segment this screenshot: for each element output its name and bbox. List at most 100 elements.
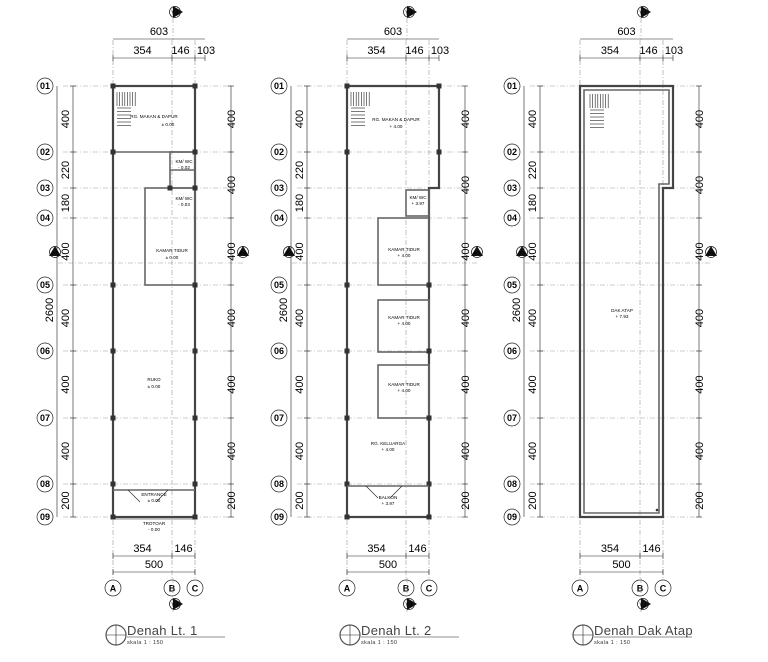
- grid-col-label: C: [192, 584, 199, 594]
- column: [426, 348, 432, 354]
- section-arrow-icon: [641, 6, 651, 18]
- grid-col-label: B: [169, 584, 176, 594]
- dim-text: 400: [226, 309, 238, 327]
- grid-row-label: 06: [274, 346, 284, 356]
- column: [426, 415, 432, 421]
- grid-bubble: [163, 579, 181, 597]
- section-arrow-icon: [173, 6, 183, 18]
- column: [192, 185, 198, 191]
- room-level: + 4.00: [398, 388, 411, 393]
- grid-col-label: A: [344, 584, 351, 594]
- dim-text: 400: [527, 110, 539, 128]
- room-name: TROTOAR: [143, 521, 166, 526]
- dim-text: 354: [367, 543, 385, 555]
- room-level: + 3.97: [382, 501, 395, 506]
- room-level: ± 0.00: [148, 384, 161, 389]
- dim-text: 146: [408, 543, 426, 555]
- room-name: BALKON: [379, 495, 398, 500]
- grid-col-label: A: [110, 584, 117, 594]
- grid-row-label: 06: [40, 346, 50, 356]
- dim-text: 400: [226, 442, 238, 460]
- section-marker: [169, 598, 181, 610]
- dim-text: 400: [294, 375, 306, 393]
- outer-wall: [345, 84, 441, 519]
- grid-bubble: [270, 276, 288, 294]
- dim-text: 400: [694, 309, 706, 327]
- dim-text: 400: [226, 176, 238, 194]
- dim-text: 400: [527, 309, 539, 327]
- dim-text: 400: [460, 176, 472, 194]
- room-name: RG. MAKAN & DAPUR: [130, 114, 178, 119]
- room-name: ENTRANCE: [141, 492, 166, 497]
- grid-row-label: 06: [507, 346, 517, 356]
- plan-scale: skala 1 : 150: [361, 640, 397, 646]
- grid-row-label: 01: [274, 81, 284, 91]
- room-name: KM/ WC: [175, 196, 193, 201]
- grid-row-label: 01: [507, 81, 517, 91]
- dim-text: 180: [294, 194, 306, 212]
- grid-row-label: 04: [274, 213, 284, 223]
- dim-text: 180: [60, 194, 72, 212]
- section-arrow-icon: [173, 598, 183, 610]
- section-label: Y-1: [171, 603, 179, 609]
- column: [344, 348, 350, 354]
- section-label: X-1: [240, 250, 247, 255]
- dim-text: 400: [294, 442, 306, 460]
- room-level: - 0.02: [178, 165, 190, 170]
- dim-text: 400: [694, 176, 706, 194]
- grid-row-label: 03: [274, 183, 284, 193]
- dim-text: 400: [226, 110, 238, 128]
- section-marker: [705, 246, 717, 258]
- section-marker: [637, 6, 649, 18]
- dim-text: 400: [294, 242, 306, 260]
- section-arrow-icon: [49, 246, 61, 256]
- dim-text: 220: [527, 161, 539, 179]
- drain-icon: [655, 508, 659, 512]
- section-label: Y-1: [405, 11, 413, 17]
- dim-text: 146: [171, 45, 189, 57]
- section-label: X-1: [708, 250, 715, 255]
- room-name: KM/ WC: [175, 159, 193, 164]
- column: [110, 415, 116, 421]
- grid-bubble: [36, 475, 54, 493]
- section-marker: [403, 6, 415, 18]
- plan-scale: skala 1 : 150: [594, 640, 630, 646]
- bedroom-wall: [377, 364, 430, 419]
- section-arrow-icon: [471, 246, 483, 256]
- room-name: KAMAR TIDUR: [388, 382, 420, 387]
- wc-wall: [405, 189, 430, 217]
- grid-bubble: [36, 508, 54, 526]
- column: [110, 514, 116, 520]
- grid-row-label: 01: [40, 81, 50, 91]
- dim-text: 400: [226, 242, 238, 260]
- grid-bubble: [503, 143, 521, 161]
- grid-bubble: [186, 579, 204, 597]
- grid-bubble: [36, 409, 54, 427]
- dim-text: 146: [642, 543, 660, 555]
- dim-text: 400: [694, 110, 706, 128]
- column: [426, 282, 432, 288]
- grid-row-label: 07: [274, 413, 284, 423]
- section-label: X-1: [286, 250, 293, 255]
- room-name: KM/ WC: [409, 195, 427, 200]
- dim-text: 400: [527, 242, 539, 260]
- dim-text: 103: [431, 45, 449, 57]
- section-arrow-icon: [407, 6, 417, 18]
- grid-bubble: [270, 209, 288, 227]
- section-arrow-icon: [705, 246, 717, 256]
- section-arrow-icon: [407, 598, 417, 610]
- column: [426, 514, 432, 520]
- grid-row-label: 03: [40, 183, 50, 193]
- room-level: + 7.93: [616, 314, 629, 319]
- section-label: Y-1: [639, 11, 647, 17]
- dim-text: 400: [60, 110, 72, 128]
- grid-row-label: 07: [40, 413, 50, 423]
- bedroom-wall: [377, 299, 430, 353]
- grid-row-label: 05: [40, 280, 50, 290]
- dim-text: 2600: [44, 298, 56, 322]
- dim-text: 400: [60, 442, 72, 460]
- dim-text: 400: [694, 442, 706, 460]
- column: [344, 282, 350, 288]
